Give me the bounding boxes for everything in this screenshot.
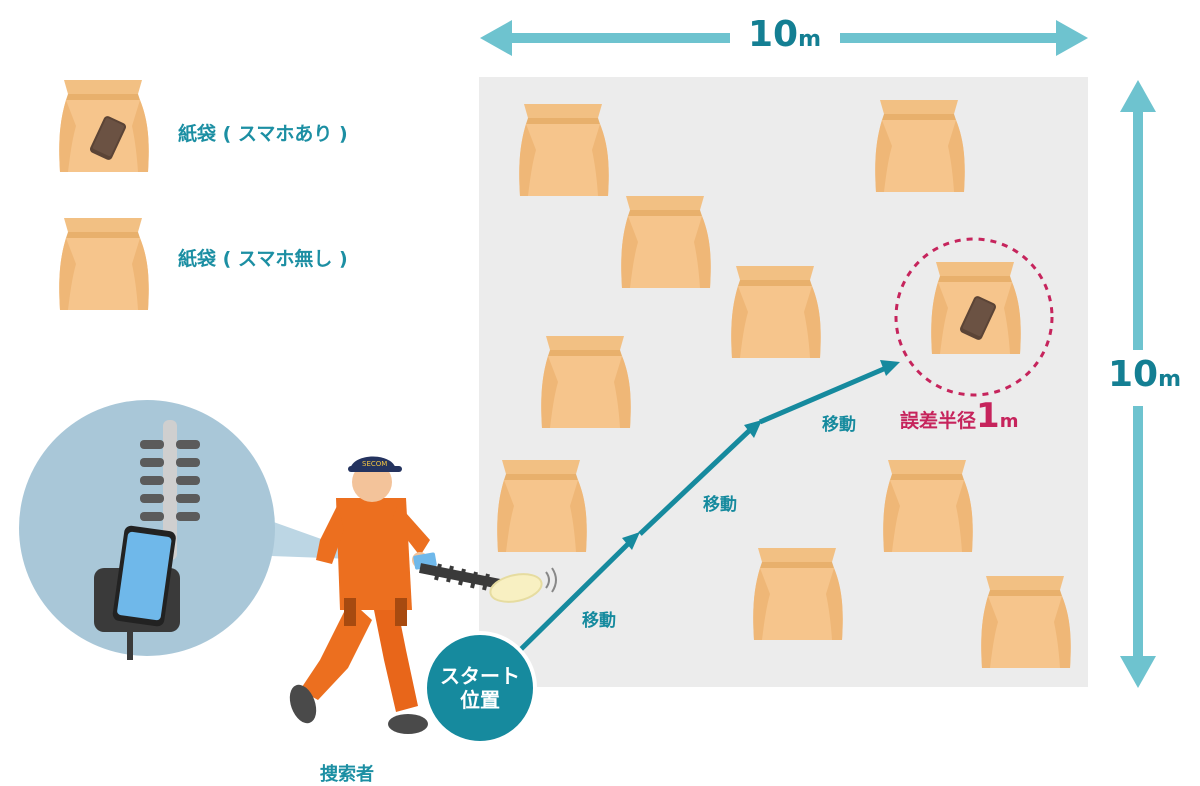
legend-label-without-phone: 紙袋 ( スマホ無し ) <box>178 248 348 270</box>
target-bag-with-phone-icon <box>931 262 1021 354</box>
move-label: 移動 <box>703 495 737 515</box>
width-dimension-arrow <box>480 20 1088 58</box>
width-dimension-label: 10m <box>748 14 822 55</box>
paper-bag-icon <box>621 196 711 288</box>
legend-bag-without-phone-icon <box>59 218 149 310</box>
start-position-label: スタート 位置 <box>440 664 520 712</box>
paper-bag-icon <box>883 460 973 552</box>
move-label: 移動 <box>582 611 616 631</box>
legend-bag-with-phone-icon <box>59 80 149 172</box>
searcher-figure: SECOM <box>289 456 557 734</box>
paper-bag-icon <box>981 576 1071 668</box>
move-label: 移動 <box>822 415 856 435</box>
paper-bag-icon <box>519 104 609 196</box>
height-dimension-arrow <box>1104 80 1194 688</box>
cap-logo: SECOM <box>362 460 387 468</box>
legend-label-with-phone: 紙袋 ( スマホあり ) <box>178 123 348 145</box>
error-radius-circle <box>894 237 1054 397</box>
paper-bag-icon <box>731 266 821 358</box>
paper-bag-icon <box>497 460 587 552</box>
paper-bag-icon <box>541 336 631 428</box>
searcher-label: 捜索者 <box>320 764 374 785</box>
device-closeup-bubble <box>19 400 380 660</box>
error-radius-label: 誤差半径1m <box>900 396 1019 436</box>
height-dimension-label: 10m <box>1108 354 1182 395</box>
start-position-marker <box>423 631 537 745</box>
movement-path <box>508 360 900 662</box>
paper-bag-icon <box>875 100 965 192</box>
paper-bag-icon <box>753 548 843 640</box>
